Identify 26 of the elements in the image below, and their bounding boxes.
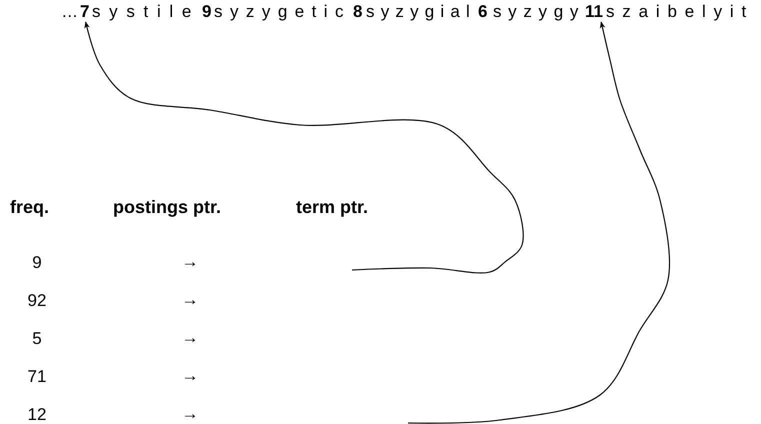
- frequency-value: 5: [32, 329, 42, 349]
- term-string: szaibelyit: [606, 2, 754, 22]
- term-length: 8: [353, 2, 362, 22]
- term-length: 11: [585, 2, 603, 22]
- pointer-arrow: →: [182, 404, 198, 424]
- term-string: systile: [92, 2, 200, 22]
- term-string: syzygy: [493, 2, 585, 22]
- column-header: term ptr.: [296, 197, 368, 217]
- frequency-value: 9: [32, 253, 42, 273]
- term-length: 9: [202, 2, 212, 22]
- pointer-curve: [84, 21, 524, 274]
- column-header: freq.: [10, 197, 50, 217]
- pointer-arrow: →: [182, 328, 198, 348]
- pointer-arrow: →: [182, 252, 198, 272]
- term-length: 6: [478, 2, 488, 22]
- pointer-arrow: →: [182, 366, 198, 386]
- frequency-value: 71: [28, 367, 46, 387]
- pointer-arrow: →: [182, 290, 198, 310]
- column-header: postings ptr.: [113, 197, 221, 217]
- term-string: syzygetic: [214, 2, 351, 22]
- term-length: 7: [80, 2, 90, 22]
- pointer-curve: [408, 21, 670, 424]
- term-string: syzygial: [366, 2, 476, 22]
- frequency-value: 92: [28, 291, 46, 311]
- term-string: ...: [62, 2, 78, 22]
- frequency-value: 12: [28, 405, 46, 424]
